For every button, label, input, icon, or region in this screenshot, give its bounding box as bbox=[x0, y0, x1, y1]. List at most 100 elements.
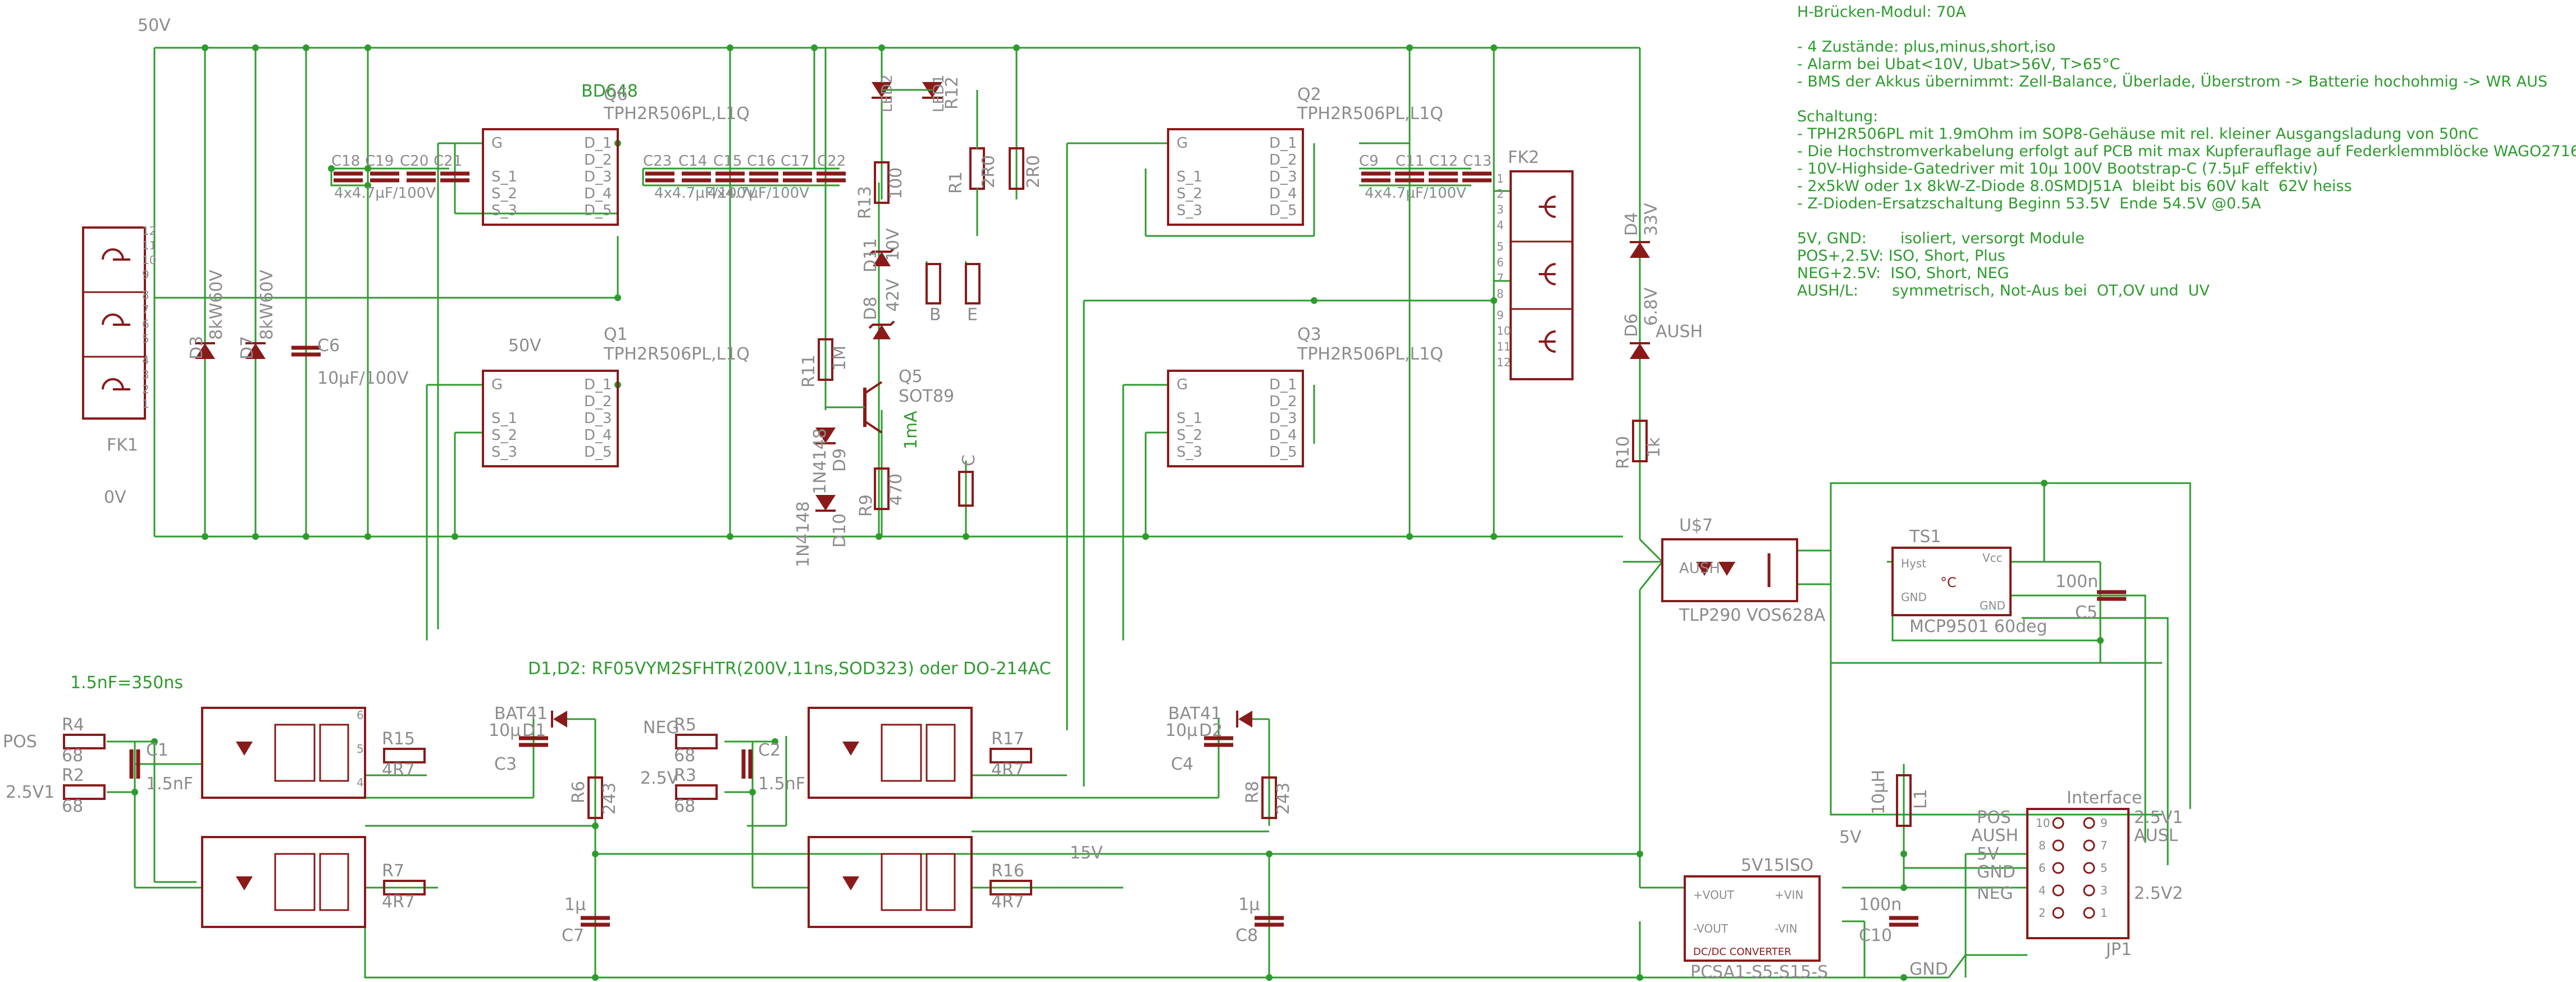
fk1-pin: 12 bbox=[142, 224, 156, 238]
resistor-label: R16 bbox=[991, 861, 1024, 881]
pin-label: 9 bbox=[2100, 816, 2108, 830]
net-label-bd648: BD648 bbox=[581, 81, 638, 101]
capacitor-label: C23 bbox=[643, 153, 672, 170]
capacitor-label: C13 bbox=[1463, 153, 1492, 170]
diode-label: D4 bbox=[1622, 212, 1642, 236]
pin-label: 5 bbox=[357, 742, 364, 756]
pin-label: D_4 bbox=[584, 427, 612, 444]
notes-heading: Schaltung: bbox=[1797, 108, 1879, 125]
capacitor-label: C6 bbox=[317, 336, 340, 356]
pin-label: D_5 bbox=[584, 202, 612, 219]
resistor-label: R1 bbox=[946, 171, 966, 194]
gate-network: R15 4R7 R7 4R7 R17 4R7 R16 4R7 BAT41 10µ… bbox=[382, 704, 1293, 945]
pin-label: D_5 bbox=[1269, 202, 1297, 219]
diode-label: D2 bbox=[1199, 721, 1223, 740]
notes-circuit: - Die Hochstromverkabelung erfolgt auf P… bbox=[1797, 143, 2576, 160]
pin-label: 6 bbox=[2039, 861, 2046, 875]
inductor-label: L1 bbox=[1911, 789, 1931, 809]
net-label-neg: NEG bbox=[643, 718, 680, 738]
fk2-connector: FK2 1 2 3 4 5 6 7 8 9 10 11 12 bbox=[1497, 148, 1574, 380]
mosfet-name: Q1 bbox=[604, 325, 628, 344]
dcdc-part: PCSA1-S5-S15-S bbox=[1690, 962, 1828, 982]
fk1-pin: 1 bbox=[142, 397, 149, 411]
capacitor-label: C5 bbox=[2075, 603, 2098, 622]
jp1-signal: 2.5V2 bbox=[2134, 884, 2183, 903]
notes-feature: - Alarm bei Ubat<10V, Ubat>56V, T>65°C bbox=[1797, 56, 2121, 73]
resistor-label: R6 bbox=[569, 781, 589, 803]
capacitor-value: 100n bbox=[2055, 572, 2098, 592]
pin-label: S_3 bbox=[1177, 202, 1202, 219]
resistor-label: R11 bbox=[799, 354, 819, 388]
resistor-value: 100 bbox=[886, 167, 906, 199]
pin-label: G bbox=[1177, 135, 1188, 152]
capacitor-label: C15 bbox=[713, 153, 742, 170]
jp1-signal: NEG bbox=[1977, 884, 2013, 903]
net-label-2v5: 2.5V bbox=[640, 769, 679, 788]
dcdc-converter: +VOUT +VIN -VOUT -VIN DC/DC CONVERTER 5V… bbox=[1684, 770, 1931, 982]
cap-bank-1: C18 C19 C20 C21 4x4.7µF/100V bbox=[331, 153, 469, 202]
pin-label: S_2 bbox=[1177, 427, 1202, 444]
bridge-b-label: B bbox=[929, 305, 941, 325]
diode-value: 8kW60V bbox=[207, 270, 226, 340]
ic-part: MCP9501 60deg bbox=[1909, 617, 2048, 637]
pin-name: AUSH bbox=[1679, 560, 1720, 577]
pin-name: +VOUT bbox=[1693, 888, 1734, 902]
pin-label: G bbox=[1177, 376, 1188, 393]
annotation-rise-time: 1.5nF=350ns bbox=[70, 673, 183, 693]
capacitor-label: C2 bbox=[758, 740, 781, 760]
fk2-label: FK2 bbox=[1508, 148, 1539, 167]
fk1-pin: 2 bbox=[142, 383, 149, 396]
led-label: LED1 bbox=[931, 75, 947, 112]
capacitor-label: C1 bbox=[146, 740, 168, 760]
mosfet-part: TPH2R506PL,L1Q bbox=[1297, 104, 1443, 124]
resistor-label: R8 bbox=[1243, 781, 1262, 803]
diode-value: 6.8V bbox=[1642, 287, 1661, 326]
pin-label: 3 bbox=[2100, 884, 2108, 897]
diode-label: D9 bbox=[830, 448, 850, 472]
capacitor-label: C22 bbox=[817, 153, 846, 170]
resistor-label: R15 bbox=[382, 729, 415, 749]
notes-circuit: - Z-Dioden-Ersatzschaltung Beginn 53.5V … bbox=[1797, 195, 2262, 212]
degree-symbol: °C bbox=[1940, 575, 1957, 590]
pin-label: S_2 bbox=[491, 185, 517, 202]
net-label-50v: 50V bbox=[508, 336, 541, 356]
mosfet-name: Q3 bbox=[1297, 325, 1321, 344]
pin-label: S_1 bbox=[491, 410, 517, 427]
center-network: LED2 LED1 R13 100 R1 2R0 R12 2R0 B E D11… bbox=[794, 75, 1043, 567]
fk1-pin: 8 bbox=[142, 288, 149, 302]
pin-label: D_2 bbox=[584, 152, 612, 169]
notes-feature: - 4 Zustände: plus,minus,short,iso bbox=[1797, 38, 2056, 56]
fk2-pin: 10 bbox=[1497, 324, 1511, 338]
pin-label: S_3 bbox=[491, 444, 517, 461]
capacitor-label: C17 bbox=[781, 153, 809, 170]
pin-label: D_5 bbox=[1269, 444, 1297, 461]
fk2-pin: 11 bbox=[1497, 340, 1511, 353]
pin-name: Hyst bbox=[1901, 557, 1926, 570]
resistor-value: 68 bbox=[674, 746, 695, 766]
gate-driver-neg-high bbox=[808, 707, 973, 799]
notes-signal: AUSH/L: symmetrisch, Not-Aus bei OT,OV u… bbox=[1797, 282, 2210, 299]
diode-label: D6 bbox=[1622, 313, 1642, 337]
capacitor-label: C20 bbox=[400, 153, 428, 170]
resistor-label: R4 bbox=[62, 715, 84, 735]
notes-circuit: - 10V-Highside-Gatedriver mit 10µ 100V B… bbox=[1797, 160, 2318, 178]
net-label-gnd: GND bbox=[1909, 960, 1948, 979]
pin-label: S_3 bbox=[491, 202, 517, 219]
temp-switch-ts1: TS1 Hyst Vcc GND GND °C MCP9501 60deg 10… bbox=[1891, 527, 2126, 637]
pin-label: S_2 bbox=[1177, 185, 1202, 202]
diode-value: 42V bbox=[883, 279, 903, 312]
diode-value: 1N4148 bbox=[810, 428, 830, 494]
notes-title: H-Brücken-Modul: 70A bbox=[1797, 3, 1966, 21]
net-label-0v: 0V bbox=[104, 488, 126, 507]
alarm-divider: D4 33V D6 6.8V AUSH R10 1k bbox=[1613, 203, 1703, 469]
resistor-value: 4R7 bbox=[382, 892, 415, 912]
resistor-value: 2R0 bbox=[1024, 155, 1043, 188]
fk2-pin: 6 bbox=[1497, 256, 1504, 269]
pin-label: 10 bbox=[2036, 816, 2050, 830]
jp1-signal: GND bbox=[1977, 862, 2016, 882]
capacitor-value: 10µ bbox=[489, 721, 521, 740]
notes-feature: - BMS der Akkus übernimmt: Zell-Balance,… bbox=[1797, 73, 2548, 90]
net-label-pos: POS bbox=[3, 732, 37, 752]
resistor-label: R7 bbox=[382, 861, 404, 881]
